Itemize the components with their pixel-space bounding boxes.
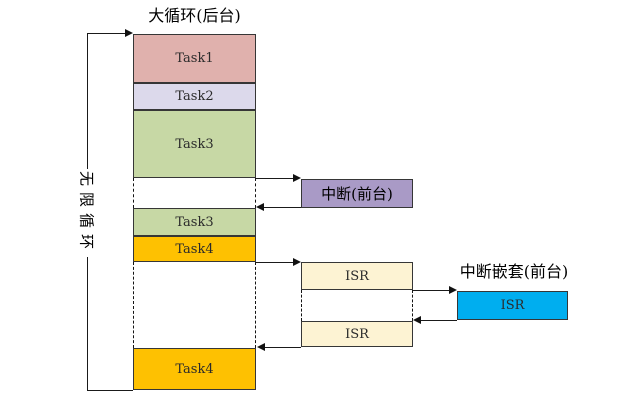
- big-loop-title: 大循环(后台): [148, 6, 241, 25]
- isr-gap: [301, 290, 413, 321]
- isr-box-top: ISR: [301, 262, 413, 290]
- nested-return-arrowhead-icon: [413, 316, 421, 324]
- interrupt-call-arrow-line: [256, 178, 294, 179]
- interrupt-return-arrowhead-icon: [256, 203, 264, 211]
- loop-bottom-line: [87, 390, 133, 391]
- task4-label-first: Task4: [175, 241, 214, 257]
- task3-box-second: Task3: [133, 208, 256, 236]
- isr-call-arrow-line: [256, 262, 293, 263]
- nested-interrupt-title: 中断嵌套(前台): [459, 262, 569, 281]
- nested-call-arrow-line: [413, 290, 449, 291]
- task3-label-first: Task3: [175, 136, 214, 152]
- interrupt-return-arrow-line: [264, 207, 301, 208]
- interrupt-label: 中断(前台): [321, 185, 393, 203]
- isr-call-arrowhead-icon: [293, 258, 301, 266]
- isr-label-top: ISR: [345, 268, 369, 284]
- loop-top-arrow-line: [87, 33, 125, 34]
- nested-return-arrow-line: [421, 320, 457, 321]
- task1-label: Task1: [175, 51, 214, 66]
- task3-label-second: Task3: [175, 214, 214, 230]
- interrupt-box: 中断(前台): [301, 179, 413, 208]
- isr-return-arrowhead-icon: [257, 343, 265, 351]
- task1-box: Task1: [133, 34, 256, 83]
- infinite-loop-label: 无限循环: [76, 168, 98, 258]
- nested-isr-box: ISR: [457, 291, 568, 320]
- loop-gap-isr: [133, 262, 256, 348]
- interrupt-call-arrowhead-icon: [293, 174, 301, 182]
- isr-box-bottom: ISR: [301, 321, 413, 347]
- task4-label-second: Task4: [175, 361, 214, 377]
- task2-label: Task2: [175, 89, 214, 104]
- task2-box: Task2: [133, 83, 256, 110]
- nested-call-arrowhead-icon: [449, 286, 457, 294]
- loop-gap-interrupt: [133, 178, 256, 208]
- task4-box-second: Task4: [133, 348, 256, 390]
- isr-return-arrow-line: [265, 347, 301, 348]
- nested-isr-label: ISR: [500, 298, 525, 313]
- task3-box-first: Task3: [133, 110, 256, 178]
- loop-top-arrowhead-icon: [125, 29, 133, 37]
- task4-box-first: Task4: [133, 236, 256, 262]
- isr-label-bottom: ISR: [345, 326, 369, 342]
